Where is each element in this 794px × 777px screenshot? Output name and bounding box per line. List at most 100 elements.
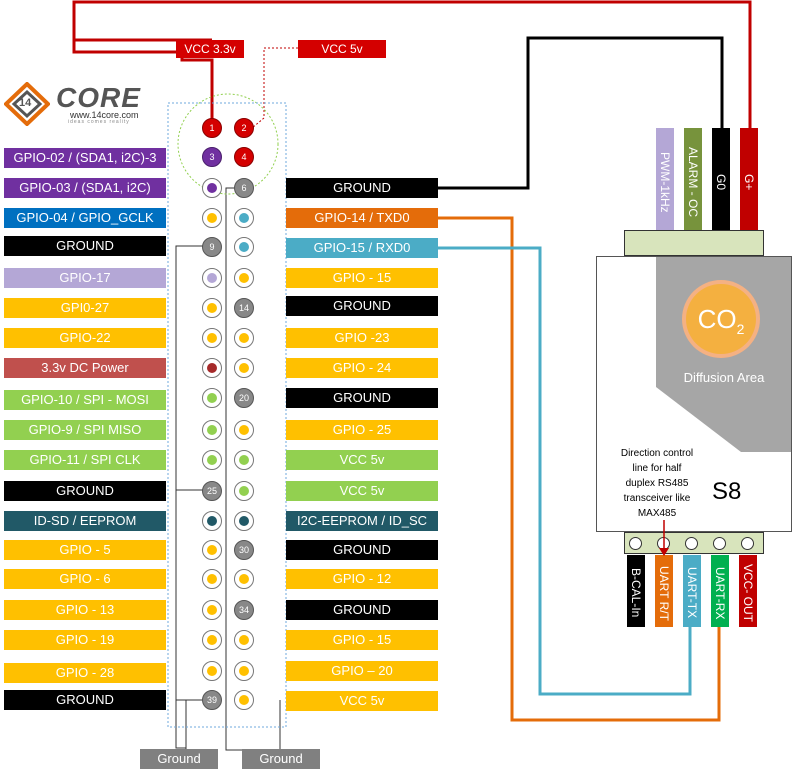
pin-left bbox=[202, 600, 222, 620]
pin-left bbox=[202, 358, 222, 378]
s8-bottom-pin bbox=[685, 537, 698, 550]
pin-dot bbox=[207, 183, 217, 193]
left-label: GPI0-27 bbox=[4, 298, 166, 318]
logo-tagline: ideas comes reality bbox=[68, 119, 130, 125]
pin-dot bbox=[239, 695, 249, 705]
pin-dot bbox=[207, 516, 217, 526]
ground-label-left: Ground bbox=[140, 749, 218, 769]
pin-left bbox=[202, 328, 222, 348]
right-label: GPIO-14 / TXD0 bbox=[286, 208, 438, 228]
pin-14: 14 bbox=[234, 298, 254, 318]
pin-right bbox=[234, 569, 254, 589]
pin-dot bbox=[207, 545, 217, 555]
left-ground-bus bbox=[175, 245, 204, 749]
logo-url: www.14core.com bbox=[70, 110, 139, 120]
right-label: GPIO – 20 bbox=[286, 661, 438, 681]
pin-dot bbox=[239, 455, 249, 465]
pin-dot bbox=[239, 516, 249, 526]
pin-3: 3 bbox=[202, 147, 222, 167]
s8-bottom-pin bbox=[629, 537, 642, 550]
right-label: GPIO-15 / RXD0 bbox=[286, 238, 438, 258]
pin-dot bbox=[239, 333, 249, 343]
s8-bottom-pin bbox=[713, 537, 726, 550]
left-label: GROUND bbox=[4, 690, 166, 710]
s8-bottom-pin bbox=[741, 537, 754, 550]
s8-top-connector bbox=[624, 230, 764, 256]
s8-bottom-pin-label: UART-RX bbox=[711, 555, 729, 627]
pin-dot bbox=[207, 273, 217, 283]
pin-20: 20 bbox=[234, 388, 254, 408]
right-label: GROUND bbox=[286, 600, 438, 620]
right-label: GPIO - 15 bbox=[286, 268, 438, 288]
right-label: VCC 5v bbox=[286, 691, 438, 711]
right-label: VCC 5v bbox=[286, 450, 438, 470]
pin-right bbox=[234, 630, 254, 650]
ground-label-right: Ground bbox=[242, 749, 320, 769]
pin-dot bbox=[207, 393, 217, 403]
pin-dot bbox=[239, 425, 249, 435]
left-label: GPIO-17 bbox=[4, 268, 166, 288]
s8-top-pin-label: G0 bbox=[712, 128, 730, 232]
pin-1: 1 bbox=[202, 118, 222, 138]
s8-top-pin-label: PWM-1kHz bbox=[656, 128, 674, 232]
right-label: GROUND bbox=[286, 388, 438, 408]
pin-left bbox=[202, 630, 222, 650]
pin-right bbox=[234, 208, 254, 228]
pin-25: 25 bbox=[202, 481, 222, 501]
logo-mark-text: 14 bbox=[19, 97, 32, 109]
pin-dot bbox=[207, 605, 217, 615]
pin-dot bbox=[239, 213, 249, 223]
s8-top-pin-label: G+ bbox=[740, 128, 758, 232]
right-label: GPIO - 12 bbox=[286, 569, 438, 589]
pin-34: 34 bbox=[234, 600, 254, 620]
pin-dot bbox=[207, 635, 217, 645]
pin-dot bbox=[239, 273, 249, 283]
pin-dot bbox=[207, 213, 217, 223]
right-label: GPIO - 15 bbox=[286, 630, 438, 650]
s8-bottom-pin-label: UART R/T bbox=[655, 555, 673, 627]
left-label: GPIO-22 bbox=[4, 328, 166, 348]
note-line-5: MAX485 bbox=[637, 508, 677, 519]
pin-left bbox=[202, 661, 222, 681]
right-label: GPIO - 24 bbox=[286, 358, 438, 378]
s8-bottom-pin-label: B-CAL-In bbox=[627, 555, 645, 627]
pin-right bbox=[234, 358, 254, 378]
pin-dot bbox=[207, 666, 217, 676]
pin-left bbox=[202, 511, 222, 531]
logo-mark-icon bbox=[4, 82, 50, 126]
header-outline bbox=[167, 102, 287, 728]
vcc5-dotted-wire bbox=[251, 47, 298, 129]
pin-right bbox=[234, 450, 254, 470]
vcc33-top-wire bbox=[72, 0, 752, 128]
left-label: GPIO-10 / SPI - MOSI bbox=[4, 390, 166, 410]
pin-right bbox=[234, 420, 254, 440]
direction-note: Direction control line for half duplex R… bbox=[604, 446, 710, 521]
left-label: GPIO-02 / (SDA1, i2C)-3 bbox=[4, 148, 166, 168]
s8-name: S8 bbox=[712, 478, 742, 505]
pin-dot bbox=[239, 635, 249, 645]
right-label: GROUND bbox=[286, 178, 438, 198]
pin-left bbox=[202, 420, 222, 440]
pin-4: 4 bbox=[234, 147, 254, 167]
note-line-4: transceiver like bbox=[623, 493, 691, 504]
left-label: GPIO - 28 bbox=[4, 663, 166, 683]
pin-dot bbox=[239, 574, 249, 584]
pin-left bbox=[202, 208, 222, 228]
left-label: GPIO-03 / (SDA1, i2C) bbox=[4, 178, 166, 198]
co2-text: CO bbox=[697, 304, 737, 334]
right-label: GROUND bbox=[286, 540, 438, 560]
pin-2: 2 bbox=[234, 118, 254, 138]
left-label: GPIO - 13 bbox=[4, 600, 166, 620]
left-label: GPIO - 5 bbox=[4, 540, 166, 560]
rxd0-to-tx-wire bbox=[438, 246, 692, 696]
pin-6: 6 bbox=[234, 178, 254, 198]
pin-dot bbox=[207, 363, 217, 373]
co2-circle: CO2 bbox=[686, 284, 756, 354]
pin-right bbox=[234, 268, 254, 288]
s8-bottom-pin-label: UART-TX bbox=[683, 555, 701, 627]
right-label: GPIO -23 bbox=[286, 328, 438, 348]
left-label: GPIO-9 / SPI MISO bbox=[4, 420, 166, 440]
pin-39: 39 bbox=[202, 690, 222, 710]
pin-right bbox=[234, 690, 254, 710]
